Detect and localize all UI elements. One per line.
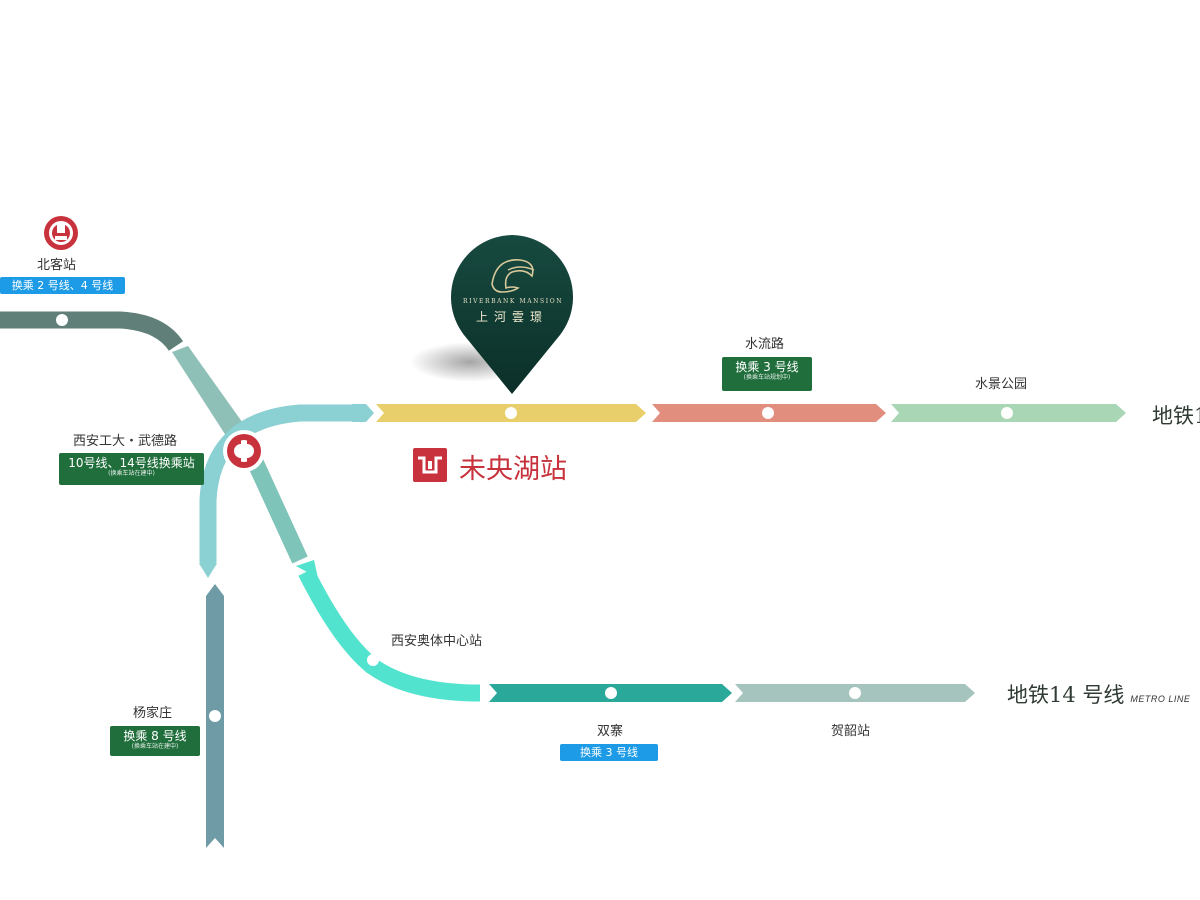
station-label-shuijing-park: 水景公园 — [975, 377, 1028, 392]
location-pin-icon — [410, 235, 574, 394]
brand-english-name: RIVERBANK MANSION — [463, 298, 564, 305]
transfer-main-text: 10号线、14号线换乘站 — [68, 456, 195, 470]
transfer-sub-text: (换乘车站在建中) — [108, 470, 155, 477]
railway-station-icon — [44, 216, 78, 250]
station-dot-beike — [56, 314, 68, 326]
transfer-sub-text: (换乘车站规划中) — [743, 374, 791, 381]
brand-logo-icon — [491, 259, 534, 293]
transfer-main-text: 换乘 8 号线 — [123, 729, 187, 743]
interchange-icon — [223, 430, 265, 472]
station-dot-yangjiazhuang — [209, 710, 221, 722]
transfer-badge-beike: 换乘 2 号线、4 号线 — [0, 277, 125, 294]
transfer-main-text: 换乘 3 号线 — [735, 360, 799, 374]
brand-chinese-name: 上河雲璟 — [476, 310, 549, 324]
line-label-14: 地铁14 号线 METRO LINE — [1007, 679, 1190, 709]
station-dot-weiyang — [505, 407, 517, 419]
station-label-weiyang-lake: 未央湖站 — [459, 454, 567, 485]
station-label-shuangzhai: 双寨 — [597, 724, 624, 739]
station-dots — [56, 314, 1013, 722]
line-segment-beike — [0, 311, 184, 352]
transfer-badge-shuiliulu: 换乘 3 号线 (换乘车站规划中) — [722, 357, 812, 391]
station-dot-shuijing — [1001, 407, 1013, 419]
line-segment-olympic-curve — [298, 568, 481, 702]
line-14-english: METRO LINE — [1130, 694, 1191, 704]
station-dot-heshao — [849, 687, 861, 699]
transfer-badge-yangjiazhuang: 换乘 8 号线 (换乘车站在建中) — [110, 726, 200, 756]
station-label-shuiliulu: 水流路 — [745, 337, 785, 352]
station-label-xian-gongda: 西安工大・武德路 — [73, 434, 178, 449]
line-14-name: 地铁14 号线 — [1007, 683, 1125, 707]
line-arrow-cap — [200, 565, 216, 578]
station-label-beike: 北客站 — [37, 258, 77, 273]
metro-logo-icon — [413, 448, 447, 482]
transfer-sub-text: (换乘车站在建中) — [131, 743, 179, 750]
station-dot-shuangzhai — [605, 687, 617, 699]
line-label-10: 地铁1 — [1152, 404, 1200, 428]
transfer-badge-xian-gongda: 10号线、14号线换乘站 (换乘车站在建中) — [59, 453, 204, 485]
station-label-heshao: 贺韶站 — [831, 724, 871, 739]
line-arrow-cap — [296, 560, 318, 578]
station-dot-olympic — [367, 654, 379, 666]
station-label-yangjiazhuang: 杨家庄 — [133, 706, 173, 721]
station-dot-shuiliulu — [762, 407, 774, 419]
station-label-olympic: 西安奥体中心站 — [391, 634, 483, 649]
line-arrow-cap — [352, 404, 374, 422]
line-arrow-segment — [172, 346, 245, 442]
transfer-badge-shuangzhai: 换乘 3 号线 — [560, 744, 658, 761]
